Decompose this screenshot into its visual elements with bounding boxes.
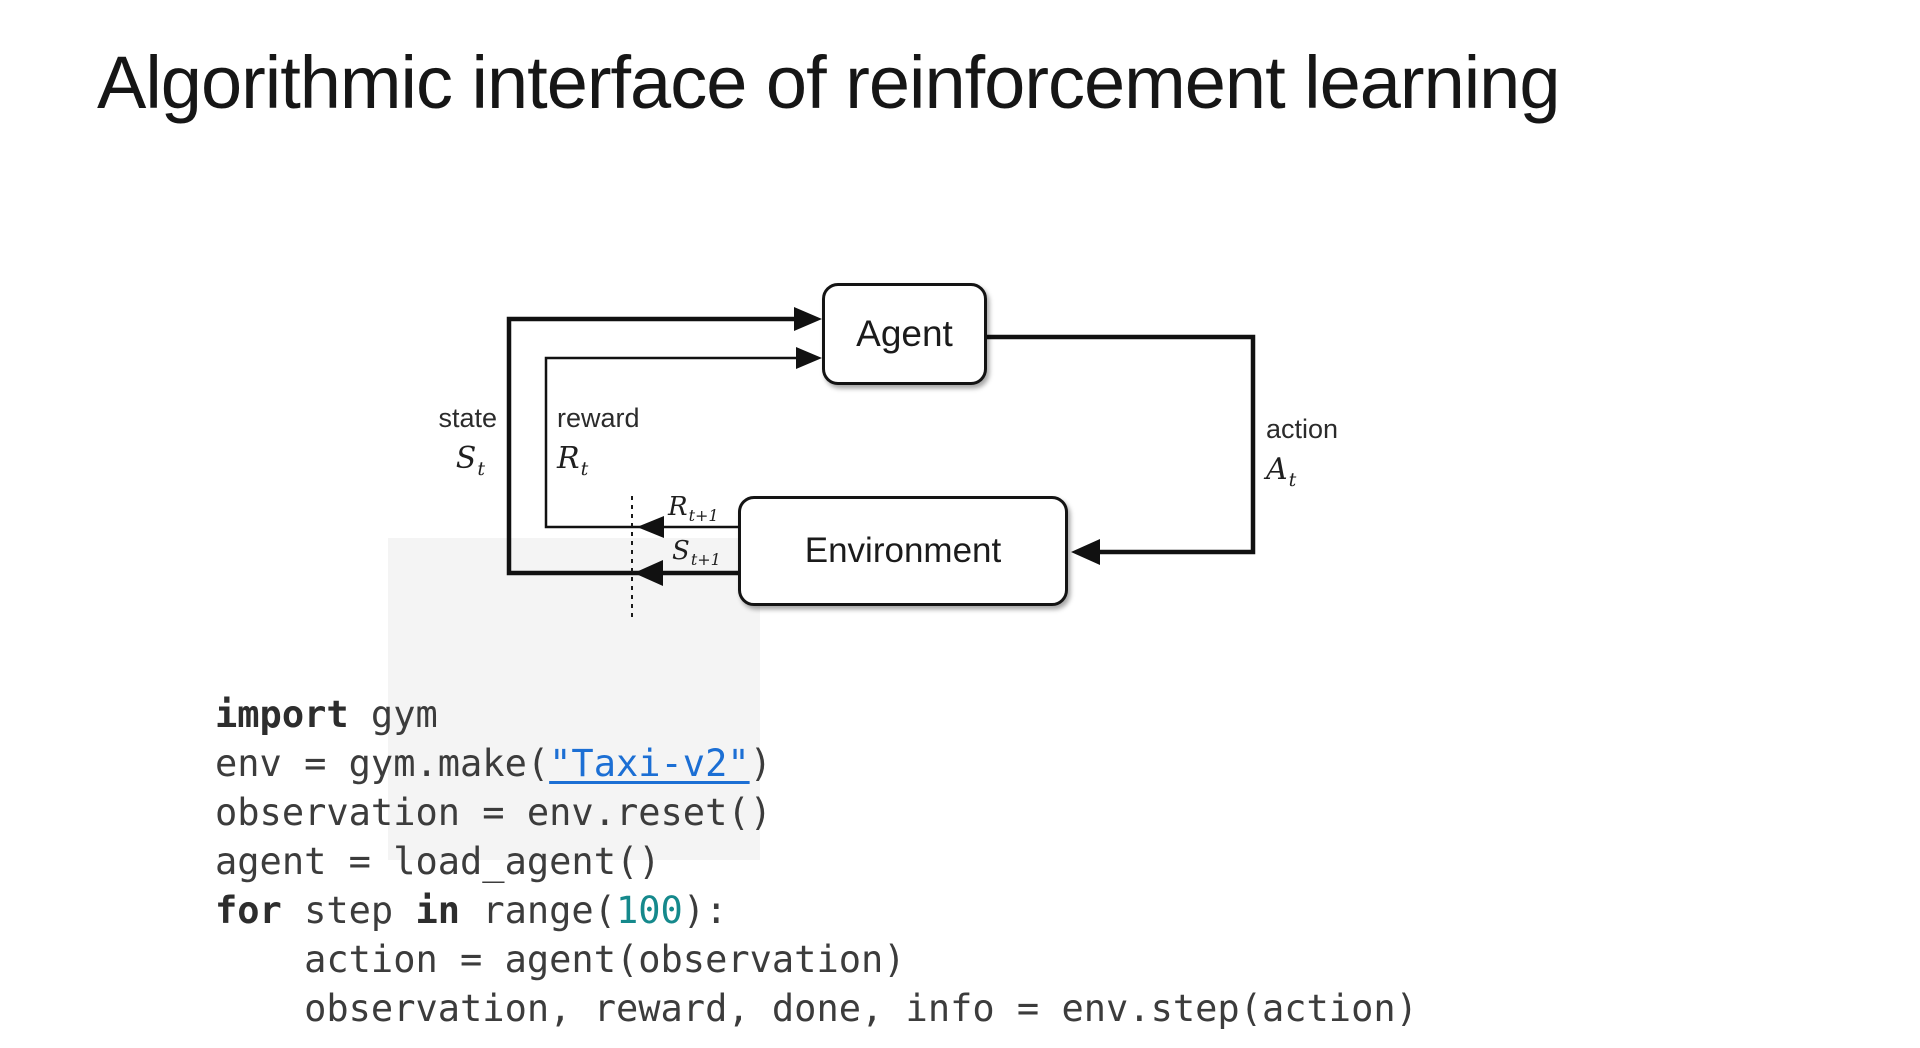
action-symbol-sub: t [1288,469,1297,491]
state-symbol: St [380,444,485,479]
reward-symbol: Rt [557,444,588,479]
action-symbol: At [1266,455,1296,490]
code-line: observation = env.reset() [215,788,1418,837]
reward-symbol-sub: t [580,458,589,480]
reward-next-base: R [668,492,688,522]
code-line: env = gym.make("Taxi-v2") [215,739,1418,788]
code-segment: observation, reward, done, info = env.st… [215,987,1418,1030]
reward-next-symbol: Rt+1 [668,494,719,524]
agent-box-label: Agent [856,313,953,354]
code-env-link[interactable]: "Taxi-v2" [549,742,750,785]
code-segment: range( [460,889,616,932]
reward-next-sub: t+1 [688,506,719,525]
state-next-sub: t+1 [690,550,721,569]
state-loop-line [506,316,798,576]
code-segment: observation = env.reset() [215,791,772,834]
code-segment: step [281,889,416,932]
state-label: state [438,403,497,433]
state-symbol-base: S [455,441,477,476]
code-segment: for [215,889,282,932]
action-loop-line [987,334,1256,555]
state-into-agent-arrowhead [794,307,822,331]
state-next-symbol: St+1 [672,538,721,568]
page-title: Algorithmic interface of reinforcement l… [97,41,1560,124]
code-segment: import [215,693,349,736]
action-symbol-base: A [1266,452,1288,487]
environment-box: Environment [738,496,1068,606]
code-segment: in [415,889,461,932]
action-into-environment-arrowhead [1071,539,1100,565]
code-segment: action = agent(observation) [215,938,906,981]
action-label: action [1266,414,1339,444]
code-segment: gym [348,693,438,736]
reward-into-agent-arrowhead [796,347,822,369]
code-line: import gym [215,690,1418,739]
code-segment: 100 [615,889,683,932]
code-line: for step in range(100): [215,886,1418,935]
code-segment: agent = load_agent() [215,840,661,883]
code-segment: ): [682,889,728,932]
code-background-artifact [388,538,760,860]
reward-return-arrowhead [637,516,664,538]
environment-box-label: Environment [804,531,1002,570]
code-line: agent = load_agent() [215,837,1418,886]
state-next-base: S [672,536,690,566]
agent-box: Agent [822,283,987,385]
code-segment: ) [749,742,772,785]
code-line: action = agent(observation) [215,935,1418,984]
state-symbol-sub: t [477,458,485,480]
reward-symbol-base: R [557,441,580,476]
state-return-arrowhead [634,560,663,586]
code-line: observation, reward, done, info = env.st… [215,984,1418,1033]
code-segment: env = gym.make( [215,742,550,785]
reward-label: reward [557,403,640,433]
